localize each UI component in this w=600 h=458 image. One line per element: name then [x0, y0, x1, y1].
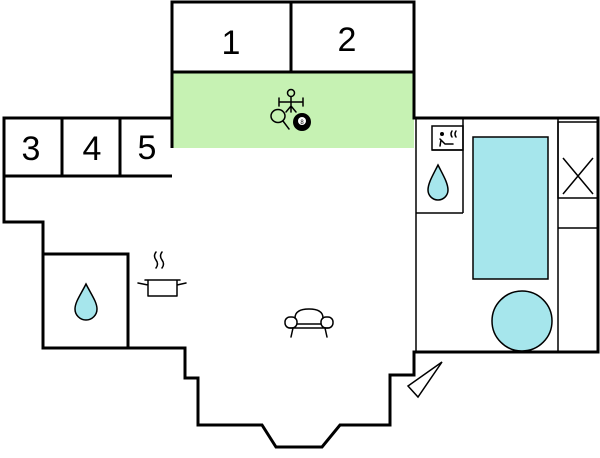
game-zone — [172, 72, 414, 148]
cooking-pot-icon — [137, 251, 187, 297]
shaft-cross — [557, 121, 599, 199]
pool — [472, 136, 549, 280]
small-bedrooms-walls — [4, 118, 174, 178]
water-drop-icon — [74, 282, 98, 321]
room-number-1: 1 — [222, 24, 241, 62]
water-drop-icon — [427, 163, 449, 201]
bathroom-wall — [43, 252, 130, 348]
entrance-arrow — [406, 361, 443, 399]
room-number-3: 3 — [22, 130, 41, 168]
table-football-icon — [278, 88, 304, 113]
sauna-box — [431, 125, 464, 151]
room-number-5: 5 — [138, 129, 157, 167]
billiard-ball-icon: 8 — [293, 113, 311, 131]
sofa-icon — [284, 308, 334, 338]
room-number-4: 4 — [83, 130, 102, 168]
whirlpool — [491, 290, 553, 352]
room-number-2: 2 — [338, 21, 357, 59]
billiard-ball-number: 8 — [300, 120, 304, 126]
bedroom-wall-divider — [172, 2, 414, 74]
table-tennis-icon — [270, 108, 290, 130]
outer-walls — [2, 0, 600, 449]
sauna-icon — [439, 130, 457, 147]
